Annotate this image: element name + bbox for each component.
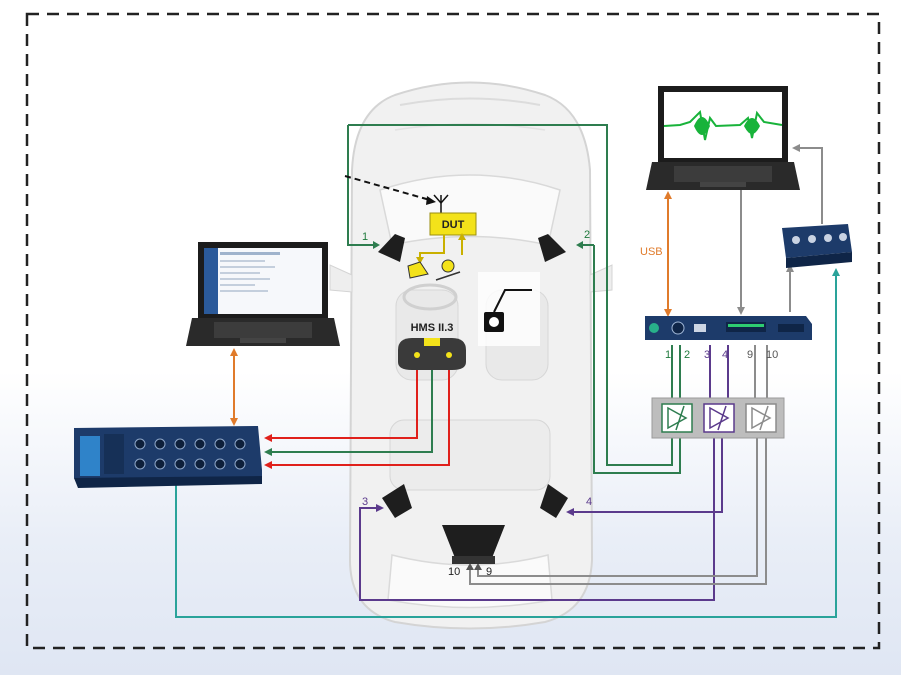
wireless-signal xyxy=(344,175,431,201)
amp-label-10: 10 xyxy=(766,349,778,361)
speaker-label-1: 1 xyxy=(362,231,368,243)
microphone-icon xyxy=(435,259,461,281)
wire-teal xyxy=(175,272,837,618)
signal-conditioner-icon xyxy=(782,224,852,268)
dashed-frame xyxy=(25,12,881,650)
wire-purple-spk3 xyxy=(359,430,715,601)
speaker-label-3: 3 xyxy=(362,496,368,508)
amp-label-1: 1 xyxy=(665,349,671,361)
speaker-label-4: 4 xyxy=(586,496,592,508)
wire-purple-spk4 xyxy=(570,430,723,513)
car-topview xyxy=(329,81,613,630)
subwoofer-icon xyxy=(442,525,505,564)
amp-label-9: 9 xyxy=(747,349,753,361)
amp-label-4: 4 xyxy=(722,349,728,361)
speaker-front-left xyxy=(378,234,405,262)
speaker-label-2: 2 xyxy=(584,229,590,241)
antenna-icon xyxy=(433,194,449,213)
speaker-front-right xyxy=(538,234,566,262)
audio-frontend-icon xyxy=(74,426,262,488)
sub-label-10: 10 xyxy=(448,566,460,578)
amp-label-3: 3 xyxy=(704,349,710,361)
usb-label: USB xyxy=(640,246,663,258)
dut-block: DUT xyxy=(407,194,477,281)
amp-label-2: 2 xyxy=(684,349,690,361)
camera-icon xyxy=(478,272,540,346)
speaker-icon xyxy=(407,261,429,279)
laptop-right xyxy=(646,86,800,190)
sub-label-9: 9 xyxy=(486,566,492,578)
laptop-left xyxy=(186,242,340,346)
wire-green-spk1 xyxy=(347,125,378,246)
wire-gray-sub-b xyxy=(469,430,767,585)
usb-audio-interface-icon xyxy=(645,316,812,340)
hms-label: HMS II.3 xyxy=(411,322,454,334)
amplifier-rack-icon xyxy=(651,397,785,439)
dut-label: DUT xyxy=(442,219,465,231)
speaker-rear-left xyxy=(382,484,412,518)
speaker-rear-right xyxy=(540,484,568,518)
hms-head: HMS II.3 xyxy=(398,322,466,370)
wire-gray-sub-a xyxy=(477,430,758,577)
